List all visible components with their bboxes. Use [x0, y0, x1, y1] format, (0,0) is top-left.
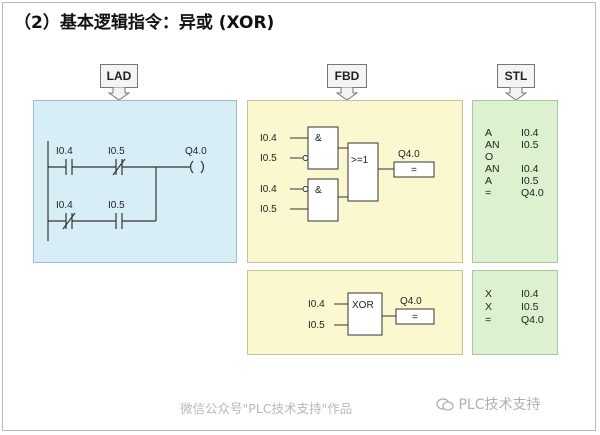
- fbd-arrow-icon: [336, 87, 358, 101]
- xor-gate: [347, 292, 383, 336]
- assign-symbol: =: [411, 165, 417, 176]
- fbd-and1-in2: I0.5: [260, 153, 277, 164]
- contact-no-i04: [65, 159, 73, 175]
- lad-panel: I0.4 I0.5 Q4.0 I0.4 I0.5: [33, 100, 237, 263]
- fbd-xor-panel: XOR I0.4 I0.5 = Q4.0: [247, 270, 463, 355]
- and-gate-1: [307, 126, 339, 170]
- assign-box: [393, 161, 435, 178]
- or-symbol: >=1: [351, 155, 369, 166]
- and2-symbol: &: [315, 185, 322, 196]
- lad-arrow-icon: [108, 87, 130, 101]
- stl-label: STL: [497, 64, 535, 88]
- fbd-xor-in2: I0.5: [308, 320, 325, 331]
- lad-label: LAD: [100, 64, 138, 88]
- fbd-and2-in1: I0.4: [260, 184, 277, 195]
- watermark-logo: PLC技术支持: [436, 394, 540, 414]
- negation-bubble: [302, 186, 309, 192]
- ladder-diagram: I0.4 I0.5 Q4.0 I0.4 I0.5: [47, 141, 207, 241]
- fbd-label: FBD: [327, 64, 367, 88]
- watermark-text: 微信公众号"PLC技术支持"作品: [180, 401, 353, 416]
- watermark-logo-text: PLC技术支持: [458, 397, 541, 413]
- and1-symbol: &: [315, 133, 322, 144]
- lad-r2c2-label: I0.5: [108, 200, 125, 211]
- xor-assign-box: [395, 308, 435, 325]
- lad-r2c1-label: I0.4: [56, 200, 73, 211]
- or-gate: [347, 142, 379, 202]
- fbd-xor-in1: I0.4: [308, 299, 325, 310]
- fbd-output-label: Q4.0: [398, 149, 420, 160]
- fbd-xor-diagram: XOR I0.4 I0.5 = Q4.0: [308, 292, 435, 336]
- coil-q40: [189, 160, 205, 174]
- and-gate-2: [307, 178, 339, 222]
- xor-symbol: XOR: [352, 300, 374, 311]
- fbd-diagram: & I0.4 I0.5 & I0.4 I0.5 >=1 = Q4.0: [260, 126, 435, 222]
- stl-line: =Q4.0: [485, 187, 544, 199]
- stl-arrow-icon: [505, 87, 527, 101]
- fbd-and-or-panel: & I0.4 I0.5 & I0.4 I0.5 >=1 = Q4.0: [247, 100, 463, 263]
- fbd-and1-in1: I0.4: [260, 133, 277, 144]
- fbd-and2-in2: I0.5: [260, 204, 277, 215]
- page-title: （2）基本逻辑指令：异或 (XOR): [14, 13, 275, 33]
- stl-line: =Q4.0: [485, 314, 544, 326]
- wechat-icon: [436, 398, 454, 411]
- negation-bubble: [302, 155, 309, 161]
- lad-r1c1-label: I0.4: [56, 146, 73, 157]
- stl-line: O: [485, 151, 494, 163]
- lad-coil-label: Q4.0: [185, 146, 207, 157]
- outer-frame: [2, 2, 596, 431]
- fbd-xor-output: Q4.0: [400, 296, 422, 307]
- lad-r1c2-label: I0.5: [108, 146, 125, 157]
- contact-no-i05: [115, 213, 123, 229]
- xor-assign-symbol: =: [412, 312, 418, 323]
